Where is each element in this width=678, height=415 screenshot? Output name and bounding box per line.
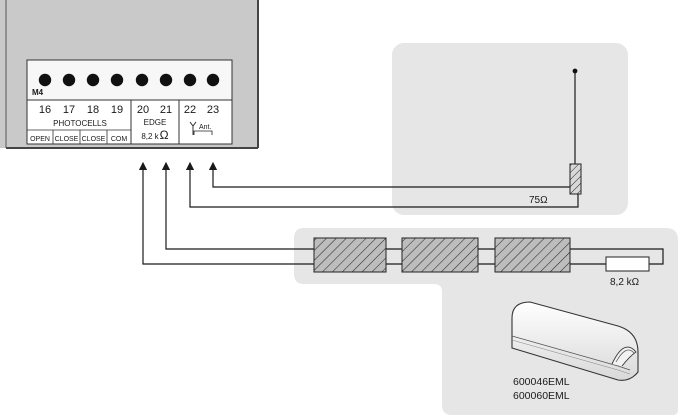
edge-label: EDGE	[144, 118, 167, 127]
antenna-symbol-icon	[189, 121, 213, 135]
screw-terminal-18	[86, 73, 100, 87]
controller-unit: M4 16 17 18 19 20 21 22 23 PHOTOCELLS OP…	[0, 0, 259, 149]
photocell-open-label: OPEN	[30, 136, 50, 143]
photocells-label: PHOTOCELLS	[53, 119, 107, 128]
antenna-label: Ant.	[199, 124, 212, 131]
terminal-number-21: 21	[160, 104, 172, 116]
screw-terminal-16	[38, 73, 52, 87]
antenna-panel	[392, 43, 628, 215]
terminal-number-19: 19	[111, 104, 123, 116]
screw-terminal-20	[135, 73, 149, 87]
edge-strip-segment	[494, 237, 571, 273]
product-code-1: 600046EML	[513, 376, 570, 388]
terminal-number-18: 18	[87, 104, 99, 116]
antenna-resistance-label: 75Ω	[529, 195, 548, 206]
safety-edge-device	[511, 301, 639, 381]
photocell-com-label: COM	[111, 136, 128, 143]
edge-value-label: 8,2 kΩ	[141, 128, 168, 142]
edge-resistance-label: 8,2 kΩ	[610, 277, 640, 288]
terminating-resistor	[605, 256, 650, 272]
antenna-tip	[572, 68, 578, 74]
terminal-number-20: 20	[137, 104, 149, 116]
antenna-coax-connector	[569, 163, 582, 195]
screw-terminal-19	[110, 73, 124, 87]
screw-terminal-23	[206, 73, 220, 87]
screw-terminal-22	[183, 73, 197, 87]
edge-strip-segment	[401, 237, 479, 273]
edge-strip-segment	[313, 237, 387, 273]
photocell-close-label: CLOSE	[55, 136, 79, 143]
module-label: M4	[32, 88, 44, 97]
screw-terminal-17	[62, 73, 76, 87]
product-code-2: 600060EML	[513, 390, 570, 402]
photocell-close2-label: CLOSE	[82, 136, 106, 143]
terminal-number-16: 16	[39, 104, 51, 116]
screw-terminal-21	[159, 73, 173, 87]
terminal-number-23: 23	[207, 104, 219, 116]
terminal-number-17: 17	[63, 104, 75, 116]
wires	[138, 71, 664, 265]
terminal-number-22: 22	[184, 104, 196, 116]
